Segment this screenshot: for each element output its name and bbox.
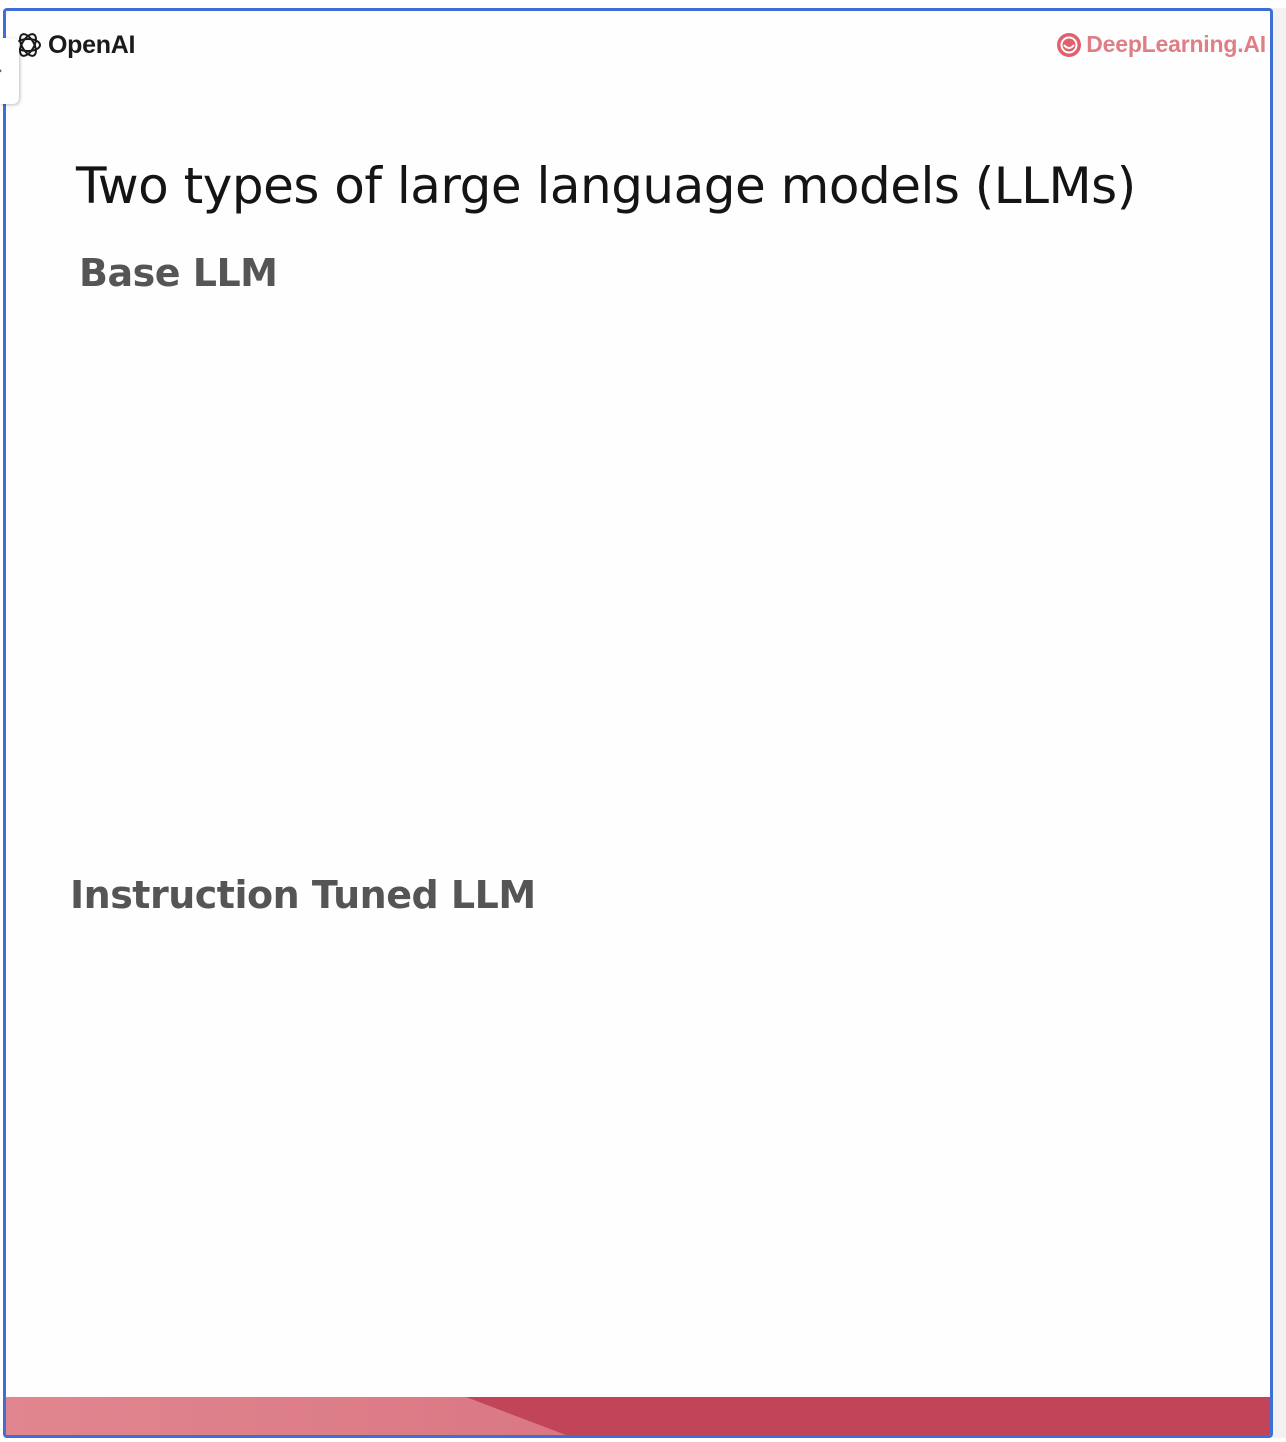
slide-title: Two types of large language models (LLMs… bbox=[76, 157, 1136, 215]
deeplearning-icon bbox=[1057, 32, 1082, 57]
video-frame: OpenAI DeepLearning.AI Two types of larg… bbox=[3, 8, 1273, 1438]
openai-logo-text: OpenAI bbox=[48, 30, 136, 59]
deeplearning-logo: DeepLearning.AI bbox=[1056, 31, 1266, 58]
openai-logo: OpenAI bbox=[12, 29, 135, 61]
slide: OpenAI DeepLearning.AI Two types of larg… bbox=[6, 11, 1270, 1435]
bottom-brand-bar bbox=[6, 1397, 1270, 1435]
base-llm-heading: Base LLM bbox=[79, 251, 278, 295]
bottom-brand-bar-accent bbox=[6, 1397, 566, 1435]
scroll-edge bbox=[1272, 8, 1286, 1438]
deeplearning-logo-text: DeepLearning.AI bbox=[1086, 31, 1266, 57]
openai-icon bbox=[15, 33, 41, 57]
chevron-right-icon: › bbox=[0, 63, 3, 79]
sidebar-toggle-button[interactable]: › bbox=[0, 38, 19, 104]
instruction-tuned-llm-heading: Instruction Tuned LLM bbox=[70, 873, 536, 917]
